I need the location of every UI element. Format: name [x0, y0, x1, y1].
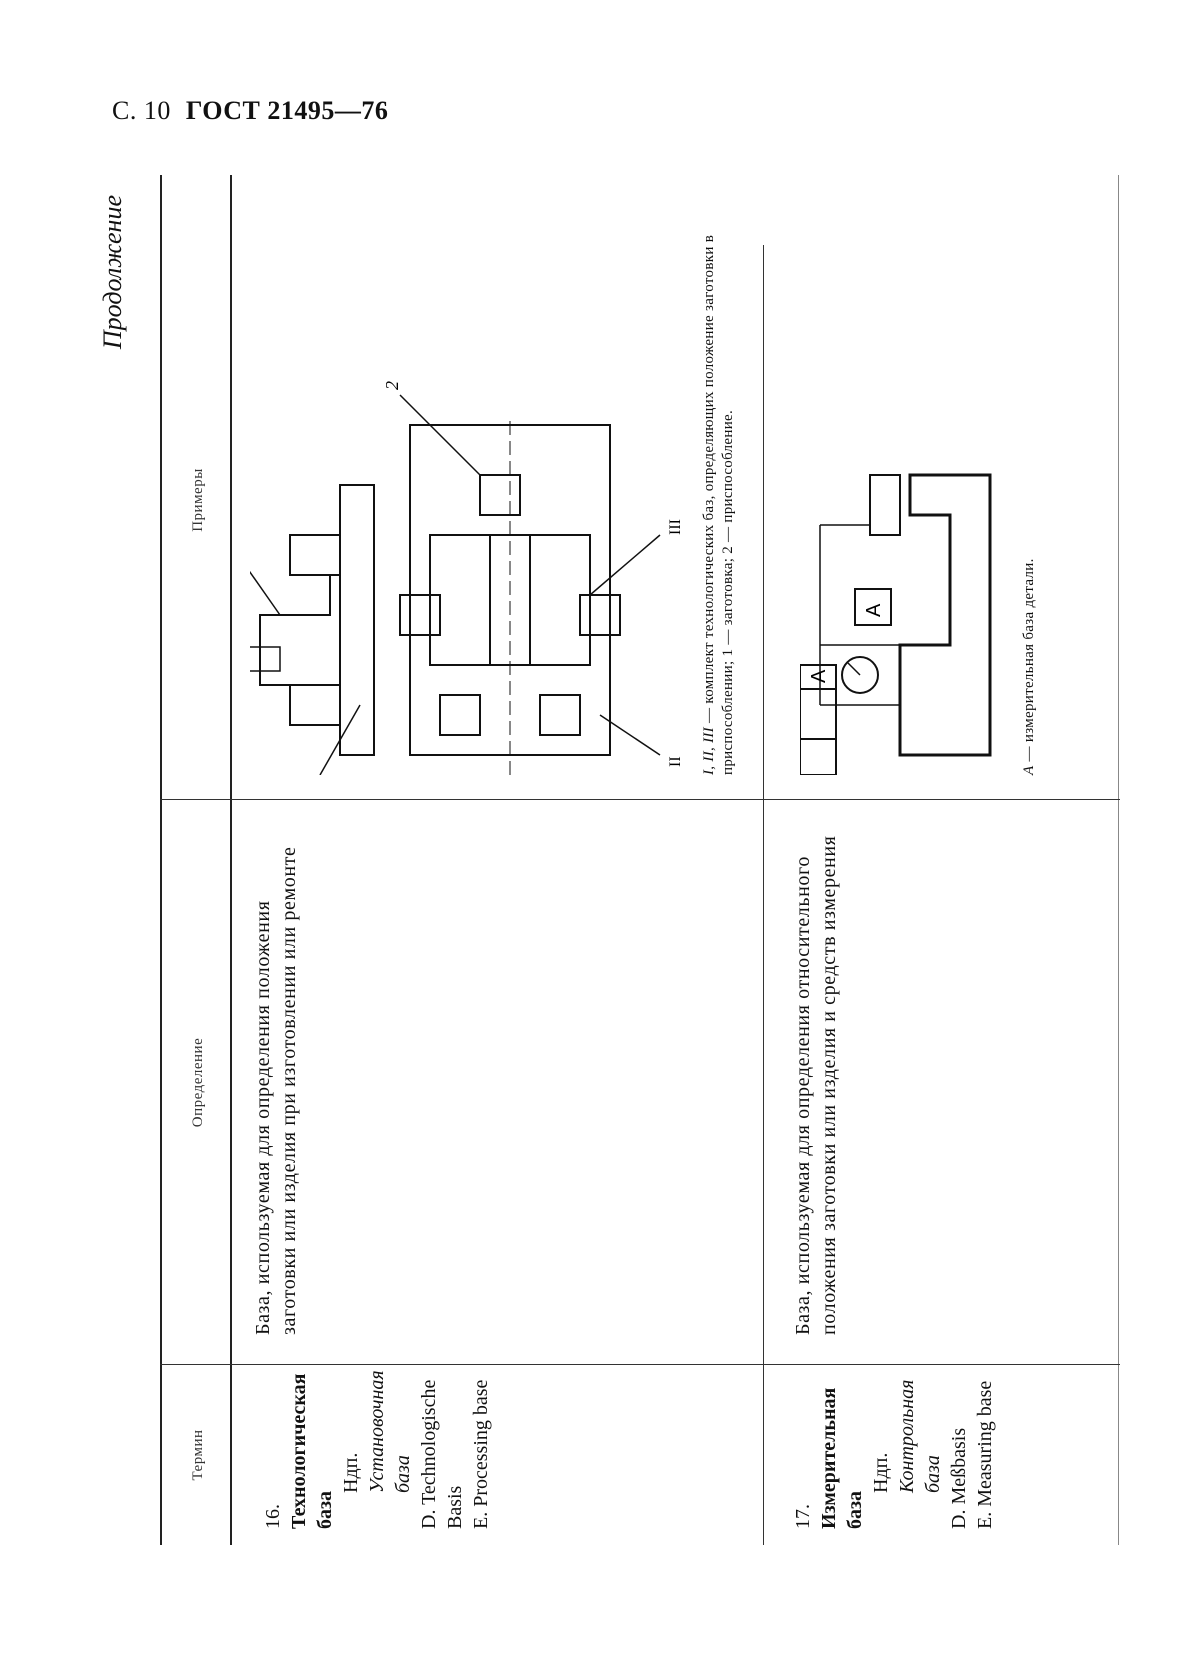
- page-header: С. 10 ГОСТ 21495—76: [112, 96, 388, 126]
- definition-17: База, используемая для определения относ…: [792, 835, 840, 1335]
- measuring-figure: A A: [800, 473, 992, 775]
- term-16: 16. Технологическая база Ндп. Установочн…: [260, 1367, 494, 1529]
- rotated-table: Продолжение Термин Определение Примеры 1…: [98, 175, 1120, 1545]
- contact-block: [869, 474, 901, 536]
- support-pad-4: [539, 694, 581, 736]
- continuation-label: Продолжение: [98, 195, 127, 350]
- part-outline: [898, 473, 992, 757]
- caption-16: I, II, III — комплект технологических ба…: [700, 215, 738, 775]
- term-number: 17.: [792, 1504, 814, 1529]
- term-17: 17. Измерительная база Ндп. Контрольная …: [790, 1367, 998, 1529]
- ndp-value: Установочная база: [366, 1370, 414, 1493]
- de-value: Technologische Basis: [418, 1379, 466, 1529]
- column-header-terms: Термин: [190, 1429, 206, 1481]
- en-value: Measuring base: [974, 1380, 996, 1507]
- row-separator: [763, 245, 764, 1545]
- column-header-definition: Определение: [190, 1037, 206, 1128]
- standard-number: ГОСТ 21495—76: [185, 96, 389, 125]
- support-pad-2: [579, 594, 621, 636]
- col-separator-1: [160, 1364, 1120, 1365]
- de-value: Meßbasis: [948, 1427, 970, 1505]
- label-II: II: [667, 756, 684, 767]
- ndp-value: Контрольная база: [896, 1379, 944, 1493]
- tolerance-frame: [800, 664, 837, 775]
- ndp-label: Ндп.: [340, 1452, 362, 1493]
- column-header-examples: Примеры: [190, 468, 206, 532]
- support-pad-3: [439, 694, 481, 736]
- en-label: E.: [470, 1511, 492, 1529]
- clamp-right: [289, 534, 341, 576]
- table-bottom-rule: [1118, 175, 1119, 1545]
- support-pad-5: [479, 474, 521, 516]
- clamp-left: [289, 684, 341, 726]
- datum-letter: A: [863, 603, 885, 617]
- threaded-stud: [250, 646, 281, 672]
- caption-text: — измерительная база детали.: [1021, 558, 1037, 766]
- caption-lead: A: [1021, 765, 1037, 775]
- definition-16: База, используемая для определения полож…: [252, 846, 300, 1335]
- caption-17: A — измерительная база детали.: [1020, 215, 1039, 775]
- en-label: E.: [974, 1511, 996, 1529]
- support-pad-1: [399, 594, 441, 636]
- de-label: D.: [948, 1509, 970, 1529]
- dial-indicator: [841, 656, 879, 694]
- fixture-figure: 1 2 I II III: [250, 381, 684, 775]
- datum-frame: [854, 588, 892, 626]
- term-name: Технологическая база: [288, 1373, 336, 1529]
- en-value: Processing base: [470, 1379, 492, 1507]
- fixture-base-plate: [339, 484, 375, 756]
- tolerance-datum: A: [808, 669, 830, 683]
- label-2: 2: [382, 381, 402, 390]
- table-header-rule: [230, 175, 232, 1545]
- caption-lead: I, II, III: [701, 727, 717, 775]
- table-top-rule: [160, 175, 162, 1545]
- term-name: Измерительная база: [818, 1387, 866, 1529]
- col-separator-2: [160, 799, 1120, 800]
- page-number: С. 10: [112, 96, 171, 125]
- ndp-label: Ндп.: [870, 1452, 892, 1493]
- de-label: D.: [418, 1509, 440, 1529]
- workpiece-outline: [259, 574, 331, 686]
- caption-text: — комплект технологических баз, определя…: [701, 234, 736, 775]
- label-III: III: [667, 519, 684, 535]
- term-number: 16.: [262, 1504, 284, 1529]
